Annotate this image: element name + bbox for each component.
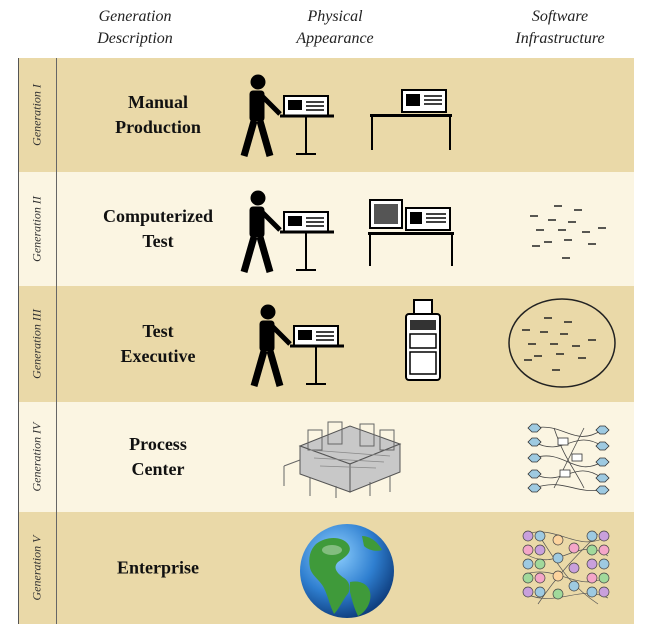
header-line: Description bbox=[97, 30, 173, 47]
executive-ellipse-icon bbox=[508, 298, 616, 388]
generation-side-label: Generation I bbox=[18, 58, 57, 172]
header-generation-description: Generation Description bbox=[60, 6, 210, 50]
header-line: Software bbox=[531, 8, 589, 25]
generation-row-2: Generation II Computerized Test bbox=[18, 172, 634, 286]
header-physical-appearance: Physical Appearance bbox=[260, 6, 410, 50]
header-line: Appearance bbox=[296, 30, 374, 47]
table-frame bbox=[18, 58, 635, 624]
generation-description: Enterprise bbox=[58, 556, 258, 581]
generation-side-label: Generation IV bbox=[18, 402, 57, 512]
header-software-infrastructure: Software Infrastructure bbox=[480, 6, 640, 50]
operator-with-instrument-icon bbox=[240, 190, 334, 273]
bench-instrument-icon bbox=[370, 89, 452, 150]
generation-description: Test Executive bbox=[58, 319, 258, 369]
generation-row-3: Generation III Test Executive bbox=[18, 286, 634, 402]
globe-icon bbox=[300, 524, 394, 618]
generation-description: Computerized Test bbox=[58, 204, 258, 254]
operator-with-instrument-icon bbox=[240, 74, 334, 157]
process-center-machinery-icon bbox=[283, 421, 402, 498]
header-line: Generation bbox=[98, 8, 172, 25]
generation-side-label: Generation V bbox=[18, 512, 57, 624]
description-line: Test bbox=[142, 231, 174, 251]
header-line: Physical bbox=[307, 8, 363, 25]
computer-workstation-icon bbox=[368, 199, 454, 266]
generation-side-label: Generation III bbox=[18, 286, 57, 402]
description-line: Test bbox=[142, 321, 174, 341]
header-line: Infrastructure bbox=[515, 30, 605, 47]
generation-row-5: Generation V Enterprise bbox=[18, 512, 634, 624]
network-graph-icon bbox=[527, 423, 610, 495]
description-line: Computerized bbox=[103, 206, 213, 226]
generation-row-4: Generation IV Process Center bbox=[18, 402, 634, 512]
description-line: Executive bbox=[120, 346, 196, 366]
code-fragments-icon bbox=[530, 205, 606, 259]
generation-description: Process Center bbox=[58, 432, 258, 482]
description-line: Enterprise bbox=[117, 557, 199, 578]
generation-row-1: Generation I Manual Production bbox=[18, 58, 634, 172]
description-line: Production bbox=[115, 117, 201, 137]
test-station-cabinet-icon bbox=[405, 299, 441, 381]
description-line: Manual bbox=[127, 92, 188, 112]
description-line: Center bbox=[131, 459, 185, 479]
operator-with-instrument-icon bbox=[250, 304, 344, 387]
generation-side-label: Generation II bbox=[18, 172, 57, 286]
description-line: Process bbox=[129, 434, 187, 454]
enterprise-network-icon bbox=[522, 530, 610, 605]
generation-description: Manual Production bbox=[58, 90, 258, 140]
